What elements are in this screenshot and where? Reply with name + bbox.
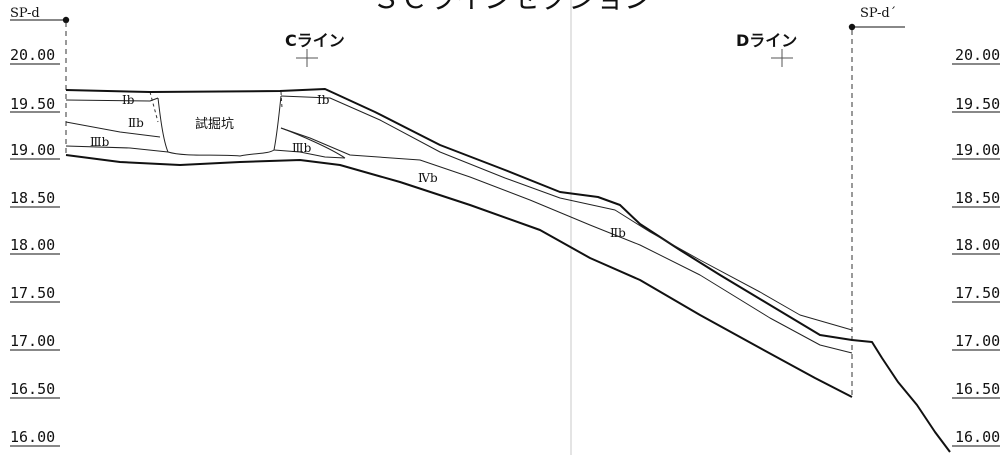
station-point-marker [62,16,70,24]
test-pit-outline [157,95,282,157]
elevation-label: 18.00 [10,236,55,254]
layer-boundary-iib-iiib [65,121,853,354]
elevation-label: 18.50 [10,189,55,207]
station-point-marker [848,23,856,31]
d-line-marker: Dライン [736,31,797,67]
test-pit-label: 試掘坑 [195,116,234,132]
right-elevation-scale: 20.00 19.50 19.00 18.50 18.00 17.50 17.0… [952,46,1000,447]
layer-label-ib: Ⅰb [317,93,330,107]
station-label: SP-d [10,6,40,21]
elevation-label: 18.50 [955,189,1000,207]
c-line-marker: Cライン [285,31,345,67]
elevation-label: 16.50 [955,380,1000,398]
layer-label-iiib: Ⅲb [90,135,110,149]
elevation-label: 16.00 [955,428,1000,446]
station-label: SP-d´ [860,6,896,21]
layer-label-iiib: Ⅲb [292,141,312,155]
line-label: Dライン [736,31,797,50]
elevation-label: 19.00 [10,141,55,159]
elevation-label: 18.00 [955,236,1000,254]
elevation-label: 17.50 [10,284,55,302]
diagram-title: ＳＣラインセクション [372,0,652,15]
elevation-label: 19.50 [955,95,1000,113]
test-pit-dashed-edge [149,91,159,123]
test-pit-dashed-edge [280,91,283,109]
line-label: Cライン [285,31,345,50]
layer-label-ib: Ⅰb [122,93,135,107]
section-endpoint-left: SP-d [10,6,70,155]
elevation-label: 19.50 [10,95,55,113]
elevation-label: 16.50 [10,380,55,398]
section-endpoint-right: SP-d´ [848,6,905,398]
layer-label-ivb: Ⅳb [418,171,438,185]
iiib-lens-upper [280,127,346,159]
elevation-label: 17.00 [10,332,55,350]
elevation-label: 20.00 [10,46,55,64]
layer-boundary-ib-iib [65,95,853,331]
elevation-label: 17.00 [955,332,1000,350]
layer-label-iib: Ⅱb [610,226,626,240]
base-line [65,154,853,398]
elevation-label: 20.00 [955,46,1000,64]
elevation-label: 17.50 [955,284,1000,302]
elevation-label: 16.00 [10,428,55,446]
elevation-label: 19.00 [955,141,1000,159]
layer-boundary-iiib-ivb [65,145,346,159]
left-elevation-scale: 20.00 19.50 19.00 18.50 18.00 17.50 17.0… [10,46,60,447]
layer-label-iib: Ⅱb [128,116,144,130]
ground-surface-line [65,88,951,453]
